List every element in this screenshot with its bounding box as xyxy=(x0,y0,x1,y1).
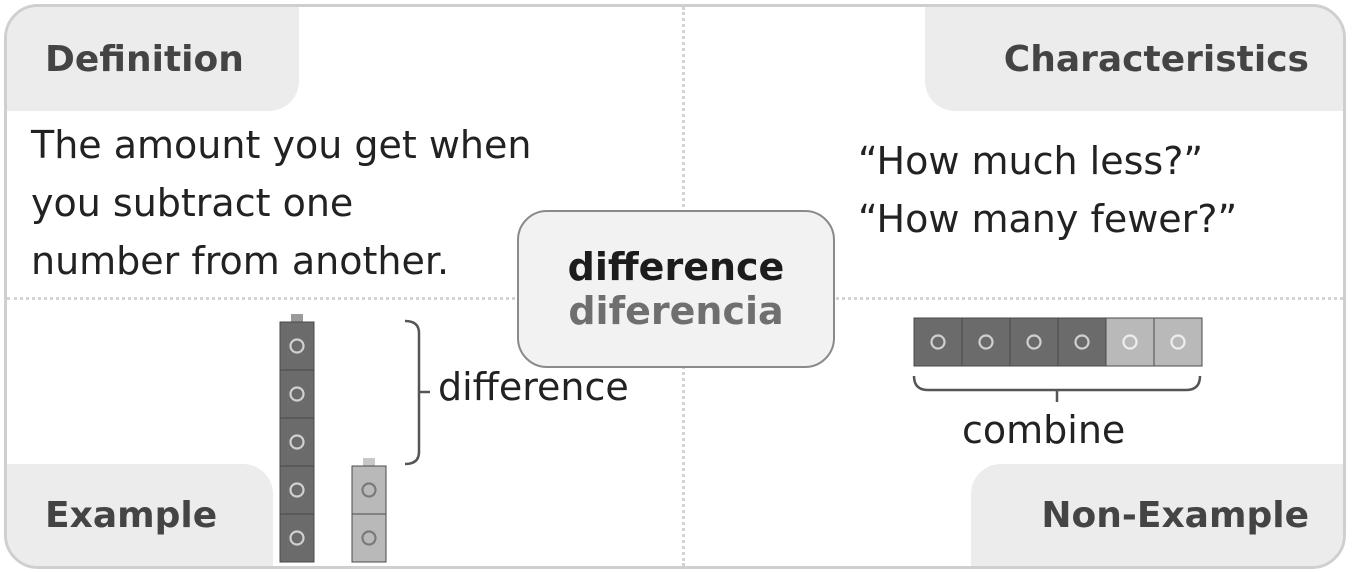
dark-cube xyxy=(1009,317,1059,367)
short-cube-stack xyxy=(351,458,387,563)
definition-text: The amount you get when you subtract one… xyxy=(31,116,531,290)
combined-cube-row xyxy=(913,317,1203,367)
light-cube xyxy=(351,513,387,563)
difference-bracket xyxy=(404,319,421,466)
light-cube xyxy=(351,465,387,515)
characteristics-line: “How much less?” xyxy=(858,139,1204,183)
dark-cube xyxy=(279,369,315,419)
term-english: difference xyxy=(567,245,785,289)
example-header: Example xyxy=(7,464,273,566)
characteristics-title: Characteristics xyxy=(1003,38,1309,80)
cube-connector xyxy=(363,458,375,467)
characteristics-text: “How much less?” “How many fewer?” xyxy=(858,132,1237,248)
dark-cube xyxy=(279,321,315,371)
non-example-title: Non-Example xyxy=(1041,494,1309,536)
light-cube xyxy=(1105,317,1155,367)
definition-header: Definition xyxy=(7,7,299,111)
vocabulary-term-box: difference diferencia xyxy=(517,210,835,368)
dark-cube xyxy=(913,317,963,367)
dark-cube xyxy=(279,513,315,563)
characteristics-line: “How many fewer?” xyxy=(858,197,1238,241)
definition-line: you subtract one xyxy=(31,181,354,225)
characteristics-header: Characteristics xyxy=(925,7,1343,111)
dark-cube xyxy=(961,317,1011,367)
non-example-header: Non-Example xyxy=(971,464,1343,566)
combine-bracket xyxy=(912,375,1202,392)
dark-cube xyxy=(1057,317,1107,367)
difference-label: difference xyxy=(438,365,629,409)
light-cube xyxy=(1153,317,1203,367)
dark-cube xyxy=(279,465,315,515)
dark-cube xyxy=(279,417,315,467)
example-title: Example xyxy=(45,494,218,536)
term-spanish: diferencia xyxy=(568,289,784,333)
definition-line: number from another. xyxy=(31,239,450,283)
definition-line: The amount you get when xyxy=(31,123,532,167)
definition-title: Definition xyxy=(45,38,244,80)
tall-cube-stack xyxy=(279,314,315,563)
cube-connector xyxy=(291,314,303,323)
frayer-model-card: Definition Characteristics Example Non-E… xyxy=(4,4,1346,569)
combine-label: combine xyxy=(962,408,1126,452)
